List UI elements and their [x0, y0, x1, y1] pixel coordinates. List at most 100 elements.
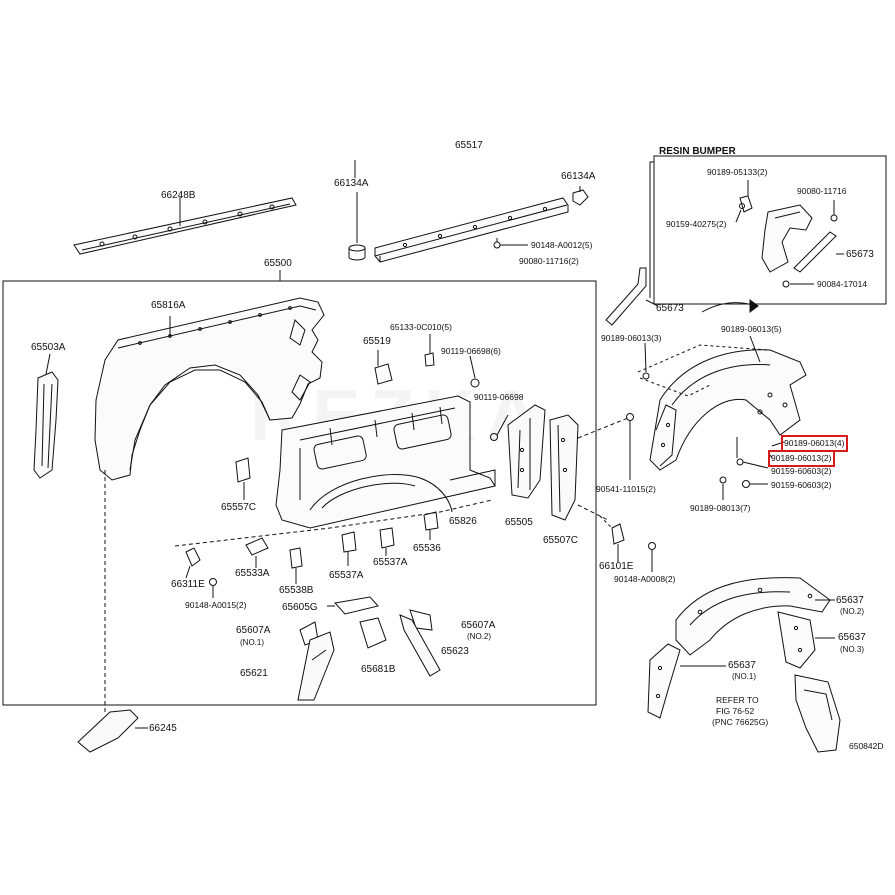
- bracket-66311E: [185, 547, 201, 579]
- bracket-65507C: [549, 414, 579, 521]
- clip-65533A: [245, 537, 269, 568]
- label-65637-no2: 65637: [836, 595, 864, 606]
- cap-66134A-left: [348, 192, 366, 261]
- clip-65519: [374, 350, 393, 385]
- label-90159-60603-b: 90159-60603(2): [771, 480, 832, 490]
- label-65623: 65623: [441, 646, 469, 657]
- label-rb-90159-40275: 90159-40275(2): [666, 219, 727, 229]
- label-66245: 66245: [149, 723, 177, 734]
- label-90119-06698: 90119-06698: [474, 392, 524, 402]
- clip-90189-06013-3: [642, 342, 650, 380]
- screw-90541: [626, 413, 634, 480]
- clip-65538B: [289, 547, 303, 584]
- label-90189-06013-3: 90189-06013(3): [601, 333, 662, 343]
- label-65637-no1: 65637: [728, 660, 756, 671]
- bracket-65607A-2: [409, 609, 433, 631]
- bracket-65621: [297, 631, 335, 701]
- screw-90159-b: [742, 480, 768, 488]
- label-65681B: 65681B: [361, 664, 396, 675]
- clip-65536: [423, 511, 439, 540]
- bracket-65623: [399, 614, 441, 677]
- refer-note-line1: REFER TO: [716, 695, 759, 705]
- label-65533A: 65533A: [235, 568, 270, 579]
- label-65503A: 65503A: [31, 342, 66, 353]
- inset-bracket-65673: [793, 231, 844, 273]
- label-65826: 65826: [449, 516, 477, 527]
- label-65607A-2: 65607A: [461, 620, 496, 631]
- label-66134A-left: 66134A: [334, 178, 369, 189]
- bracket-65681B: [359, 617, 387, 649]
- label-65637-no3: 65637: [838, 632, 866, 643]
- label-90119-06698-6: 90119-06698(6): [441, 346, 501, 356]
- screw-90159-a: [736, 458, 769, 469]
- label-65621: 65621: [240, 668, 268, 679]
- label-66101E: 66101E: [599, 561, 634, 572]
- label-90159-60603-a: 90159-60603(2): [771, 466, 832, 476]
- label-66248B: 66248B: [161, 190, 196, 201]
- bracket-65605G: [327, 596, 379, 615]
- clip-65133: [424, 334, 435, 367]
- label-65637-no1-no: (NO.1): [732, 672, 756, 681]
- resin-bumper-frame: [653, 155, 887, 305]
- label-90080-11716-2: 90080-11716(2): [519, 256, 579, 266]
- label-90189-06013-5: 90189-06013(5): [721, 324, 782, 334]
- liner-65637-no3: [777, 611, 816, 669]
- label-65557C: 65557C: [221, 502, 257, 513]
- label-65537A-1: 65537A: [329, 570, 364, 581]
- inset-screw-17014: [782, 280, 814, 288]
- label-rb-90080-11716: 90080-11716: [797, 186, 847, 196]
- label-65607A-1-no: (NO.1): [240, 638, 264, 647]
- liner-65637-no1: [647, 643, 681, 719]
- inset-clip-40275: [735, 203, 745, 223]
- label-90148-A0015: 90148-A0015(2): [185, 600, 247, 610]
- label-65607A-2-no: (NO.2): [467, 632, 491, 641]
- label-65500: 65500: [264, 258, 292, 269]
- label-rb-90189-05133: 90189-05133(2): [707, 167, 768, 177]
- label-65637-no2-no: (NO.2): [840, 607, 864, 616]
- screw-90119-6: [469, 355, 480, 388]
- clip-65537A-2: [379, 527, 395, 556]
- label-90541-11015: 90541-11015(2): [596, 484, 656, 494]
- label-65133-0C010: 65133-0C010(5): [390, 322, 452, 332]
- screw-90148-A0008: [648, 542, 656, 572]
- screw-90119: [490, 414, 509, 441]
- label-65537A-2: 65537A: [373, 557, 408, 568]
- cap-66134A-right: [572, 186, 589, 206]
- label-65607A-1: 65607A: [236, 625, 271, 636]
- inset-leader: [649, 161, 654, 298]
- refer-note-line3: (PNC 76625G): [712, 717, 769, 727]
- label-65517: 65517: [455, 140, 483, 151]
- label-65673: 65673: [656, 303, 684, 314]
- bracket-66101E: [611, 523, 625, 562]
- bedrail-cap-65517: [374, 197, 569, 263]
- label-90148-A0012: 90148-A0012(5): [531, 240, 593, 250]
- label-65605G: 65605G: [282, 602, 318, 613]
- main-group-frame: [2, 280, 597, 706]
- label-65538B: 65538B: [279, 585, 314, 596]
- label-65536: 65536: [413, 543, 441, 554]
- pillar-65503A: [33, 353, 59, 479]
- label-90189-06013-4-highlighted: 90189-06013(4): [781, 435, 848, 452]
- liner-65637-no2: [675, 577, 831, 656]
- refer-note-line2: FIG 76-52: [716, 706, 755, 716]
- label-66134A-right: 66134A: [561, 171, 596, 182]
- label-rb-65673: 65673: [846, 249, 874, 260]
- rail-66248B: [73, 197, 297, 255]
- label-90148-A0008: 90148-A0008(2): [614, 574, 676, 584]
- inset-clip-05133: [739, 180, 753, 213]
- label-65816A: 65816A: [151, 300, 186, 311]
- flap-66245: [77, 709, 148, 753]
- figure-id: 650842D: [849, 741, 884, 751]
- mudguard-76625G: [794, 674, 841, 753]
- dash-row: [174, 499, 493, 547]
- label-65505: 65505: [505, 517, 533, 528]
- label-65519: 65519: [363, 336, 391, 347]
- bracket-65673: [605, 267, 659, 326]
- inset-screw-11716: [830, 200, 838, 222]
- screw-90148-A0015: [209, 578, 217, 598]
- bracket-65505: [507, 404, 546, 499]
- label-rb-90084-17014: 90084-17014: [817, 279, 868, 289]
- screw-90148-A0012: [493, 238, 528, 249]
